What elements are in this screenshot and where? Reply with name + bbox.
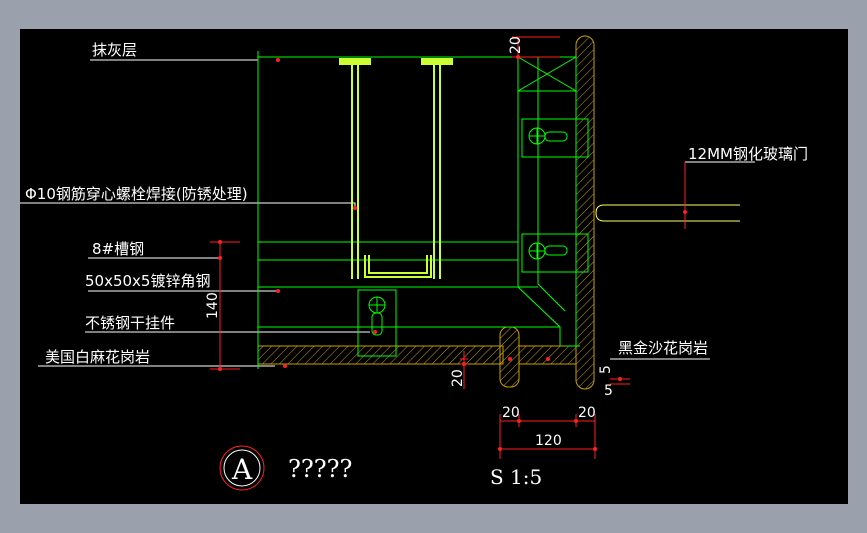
label-angle: 50x50x5镀锌角钢 [85, 272, 210, 290]
black-granite-block [499, 326, 520, 388]
dim-base-20a: 20 [502, 405, 520, 421]
glass-door [595, 204, 740, 222]
black-granite-bottom [518, 345, 577, 365]
dimension-lines [210, 36, 686, 459]
door-jamb [575, 35, 595, 390]
dim-right-5a: 5 [598, 365, 614, 374]
steel-members [339, 58, 453, 279]
dim-top-20: 20 [508, 36, 524, 54]
label-granite-black: 黑金沙花岗岩 [618, 339, 708, 357]
dim-height-140: 140 [205, 292, 221, 319]
callout-title: ????? [288, 455, 352, 483]
label-glass-door: 12MM钢化玻璃门 [688, 145, 808, 163]
bolt-bracket-upper [521, 118, 589, 158]
dim-right-5b: 5 [604, 383, 613, 399]
cad-section-drawing: 抹灰层 Φ10钢筋穿心螺栓焊接(防锈处理) 8#槽钢 50x50x5镀锌角钢 不… [20, 35, 808, 491]
insulation-box [517, 56, 577, 92]
dim-bottom-20: 20 [450, 369, 466, 387]
scale-label: S 1:5 [490, 465, 542, 489]
dimension-dots [218, 55, 687, 451]
label-plaster: 抹灰层 [92, 41, 137, 59]
dim-base-20b: 20 [578, 405, 596, 421]
drawing-viewport[interactable]: 抹灰层 Φ10钢筋穿心螺栓焊接(防锈处理) 8#槽钢 50x50x5镀锌角钢 不… [20, 29, 848, 504]
label-hanger: 不锈钢干挂件 [85, 314, 175, 332]
label-steel-rod: Φ10钢筋穿心螺栓焊接(防锈处理) [25, 185, 248, 203]
hanger-bracket [357, 289, 397, 357]
granite-white-base [257, 345, 504, 365]
label-granite-white: 美国白麻花岗岩 [45, 348, 150, 366]
dim-base-120: 120 [535, 433, 562, 449]
bolt-bracket-lower [521, 233, 589, 273]
label-channel: 8#槽钢 [92, 240, 144, 258]
callout-letter: A [231, 453, 253, 486]
frame-structure [257, 51, 580, 369]
section-callout: A ????? S 1:5 [219, 445, 542, 491]
